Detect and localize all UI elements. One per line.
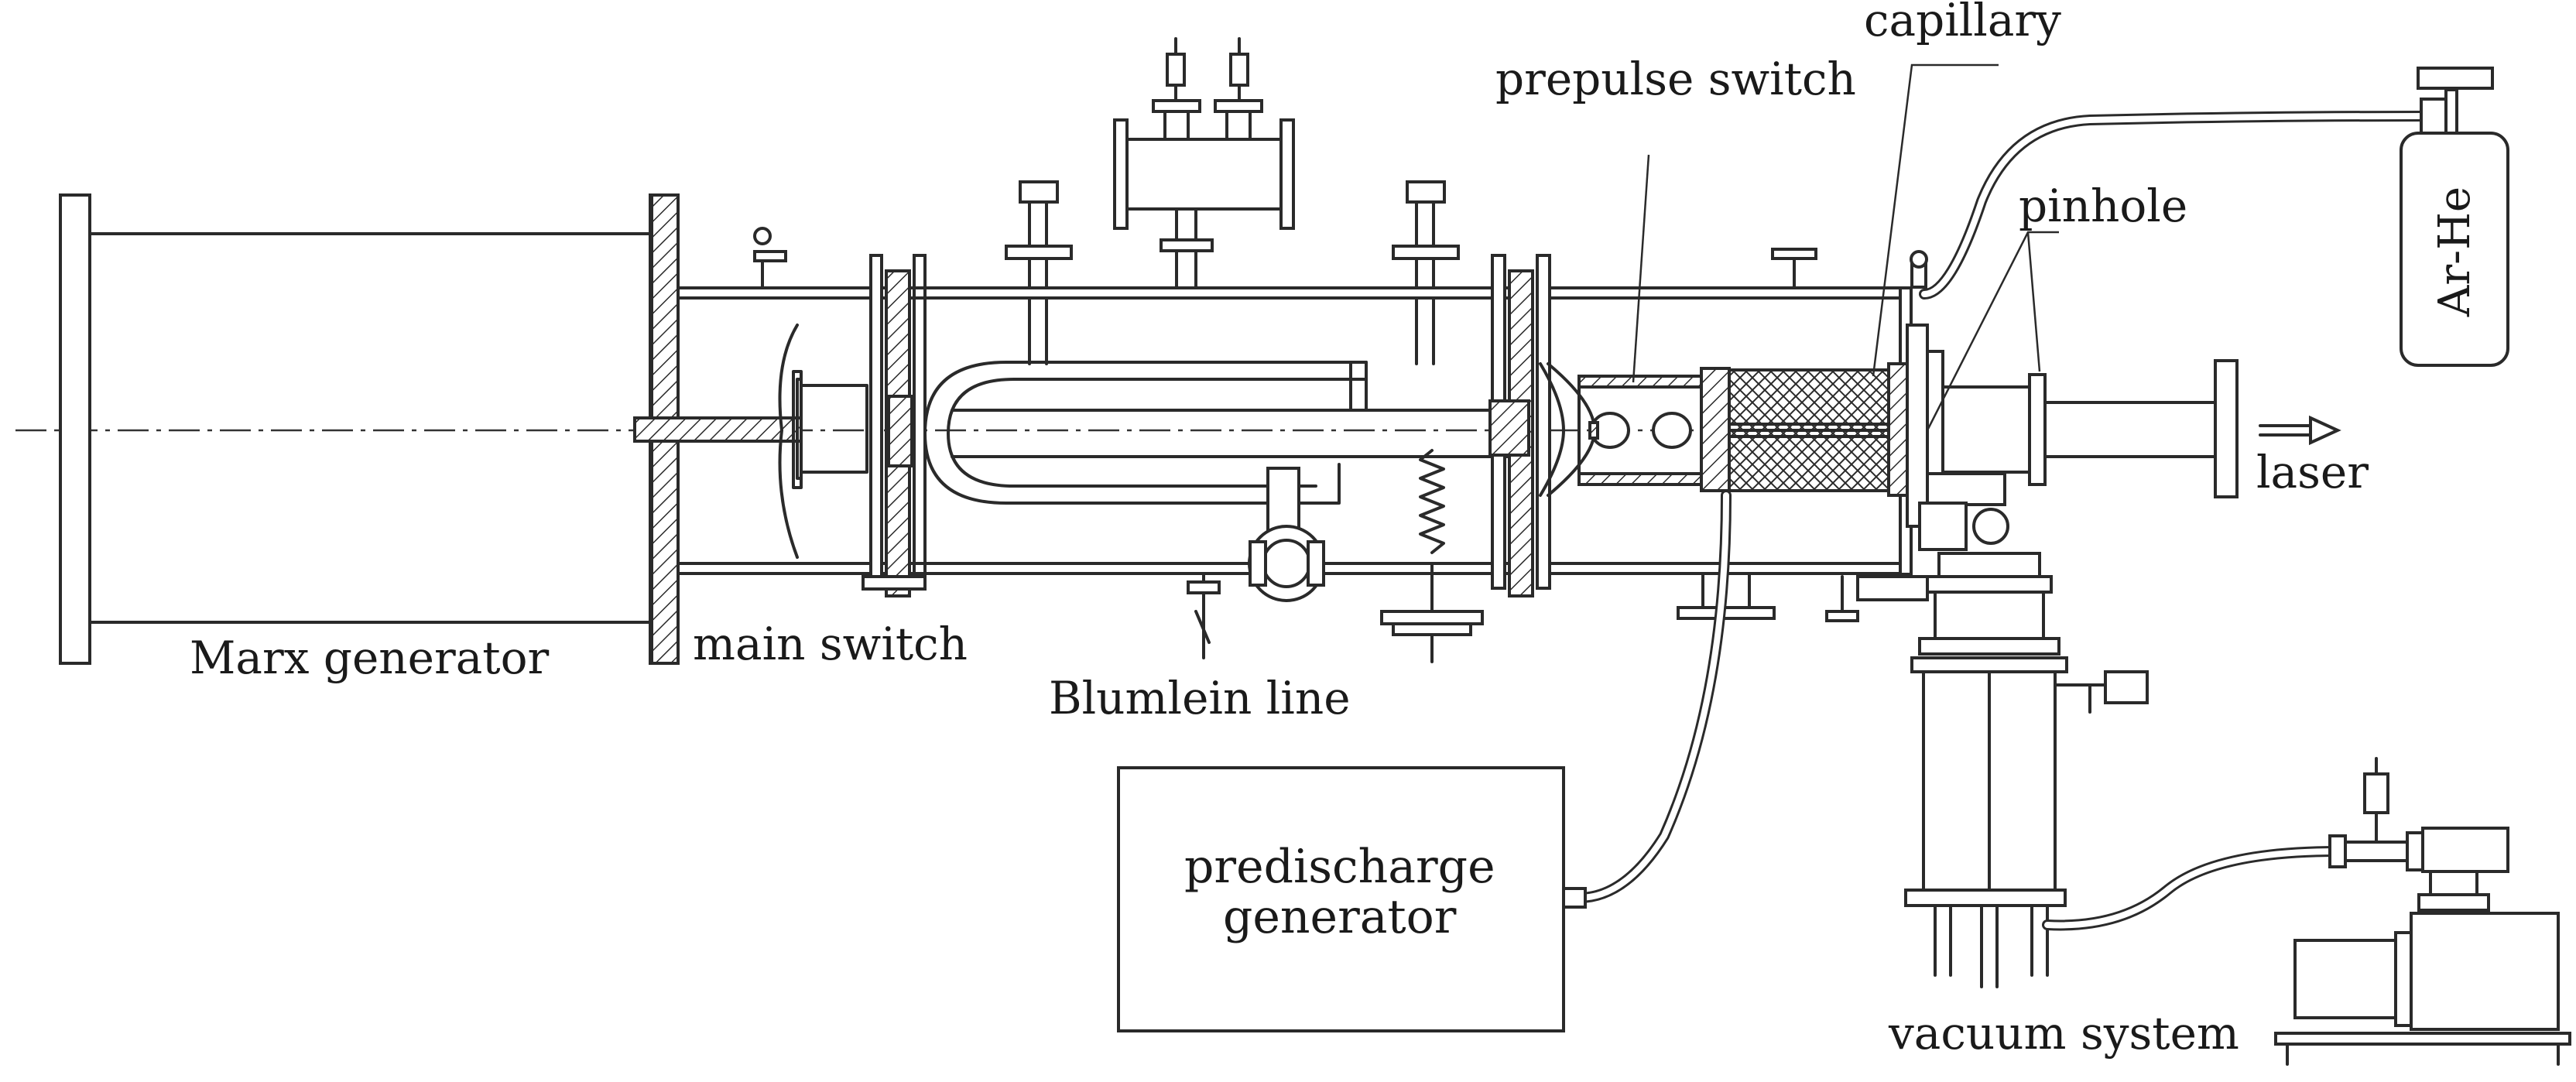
label-capillary: capillary — [1864, 0, 2061, 46]
label-marx-generator: Marx generator — [190, 632, 550, 684]
vacuum-system — [1825, 552, 2571, 1066]
leader-lines — [1632, 63, 2059, 431]
laser-arrow-icon — [2259, 415, 2341, 446]
knob-icon — [1248, 467, 1325, 602]
discharge-chamber — [1488, 248, 1913, 620]
marx-generator — [59, 193, 680, 665]
output-section — [1906, 250, 2341, 551]
blumlein-line — [887, 37, 1519, 663]
label-predischarge-line1: predischarge — [1184, 840, 1495, 894]
label-ar-he: Ar-He — [2430, 187, 2480, 317]
predischarge-generator — [1117, 490, 1732, 1032]
label-predischarge-line2: generator — [1223, 890, 1457, 944]
label-main-switch: main switch — [693, 618, 968, 670]
gas-bottle — [1919, 67, 2509, 367]
label-laser: laser — [2256, 446, 2369, 498]
label-pinhole: pinhole — [2019, 180, 2187, 232]
label-prepulse-switch: prepulse switch — [1495, 53, 1856, 105]
label-vacuum-system: vacuum system — [1888, 1007, 2239, 1060]
valve-icon — [753, 227, 787, 289]
label-blumlein-line: Blumlein line — [1049, 672, 1351, 724]
